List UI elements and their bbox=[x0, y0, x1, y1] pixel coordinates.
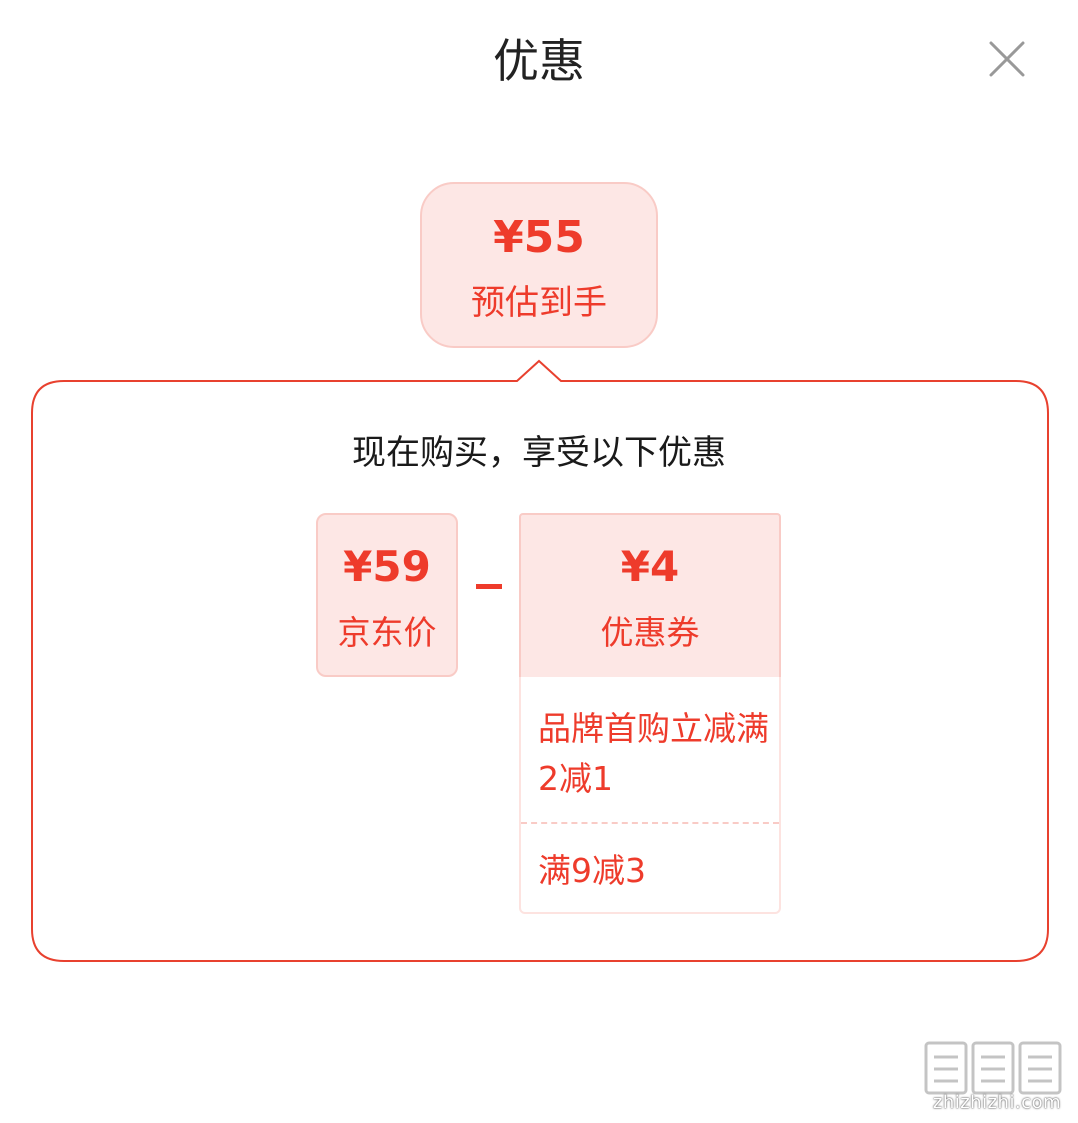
minus-operator bbox=[476, 584, 502, 589]
watermark-text: zhizhizhi.com bbox=[932, 1092, 1062, 1113]
zhizhizhi-logo bbox=[924, 1041, 1062, 1095]
close-icon bbox=[989, 41, 1025, 77]
coupon-total-label: 优惠券 bbox=[600, 613, 700, 652]
jd-price: ¥59 bbox=[343, 542, 431, 591]
estimated-price: ¥55 bbox=[493, 212, 585, 263]
sheet-title: 优惠 bbox=[493, 34, 585, 88]
estimated-price-box bbox=[420, 182, 658, 348]
jd-price-box bbox=[316, 513, 458, 677]
estimated-price-label: 预估到手 bbox=[471, 283, 607, 323]
coupon-item: 满9减3 bbox=[538, 851, 646, 890]
coupon-list bbox=[519, 677, 781, 914]
coupon-item: 品牌首购立减满2减1 bbox=[538, 709, 769, 798]
close-button[interactable] bbox=[986, 38, 1028, 80]
jd-price-label: 京东价 bbox=[337, 613, 437, 652]
discount-subtitle: 现在购买，享受以下优惠 bbox=[352, 433, 726, 473]
coupon-total-box bbox=[519, 513, 781, 677]
coupon-divider bbox=[521, 822, 779, 824]
coupon-total-price: ¥4 bbox=[620, 542, 680, 591]
